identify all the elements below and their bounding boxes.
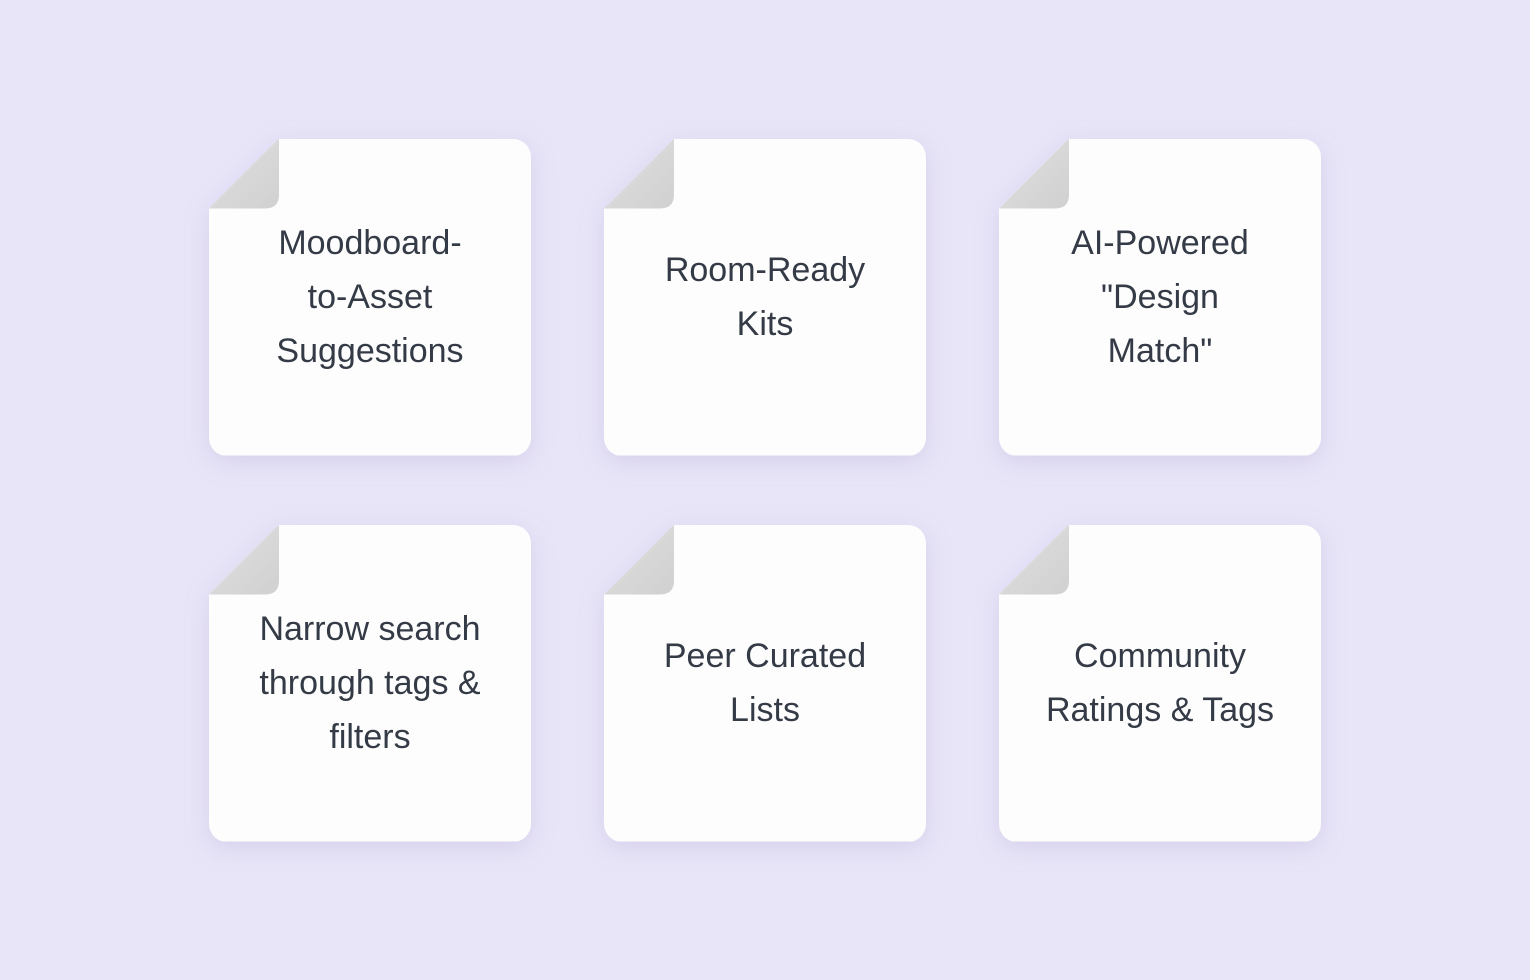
card-label: Moodboard- to-Asset Suggestions	[276, 224, 464, 370]
note-card-body: Moodboard- to-Asset Suggestions	[209, 138, 531, 456]
folded-corner-icon	[209, 139, 279, 209]
card-label: Room-Ready Kits	[664, 251, 866, 343]
note-card-body: Room-Ready Kits	[604, 138, 926, 456]
note-card-narrow-search: Narrow search through tags & filters	[209, 524, 531, 842]
note-card-moodboard-to-asset: Moodboard- to-Asset Suggestions	[209, 138, 531, 456]
folded-corner-icon	[604, 139, 674, 209]
card-label: AI-Powered "Design Match"	[1071, 224, 1249, 370]
card-label: Peer Curated Lists	[663, 637, 867, 729]
note-card-ai-design-match: AI-Powered "Design Match"	[999, 138, 1321, 456]
folded-corner-icon	[999, 139, 1069, 209]
note-card-community-ratings: Community Ratings & Tags	[999, 524, 1321, 842]
card-label: Narrow search through tags & filters	[259, 610, 481, 756]
note-card-body: Narrow search through tags & filters	[209, 524, 531, 842]
folded-corner-icon	[604, 525, 674, 595]
note-card-peer-curated-lists: Peer Curated Lists	[604, 524, 926, 842]
folded-corner-icon	[999, 525, 1069, 595]
folded-corner-icon	[209, 525, 279, 595]
note-card-room-ready-kits: Room-Ready Kits	[604, 138, 926, 456]
card-label: Community Ratings & Tags	[1045, 637, 1275, 729]
note-card-body: Peer Curated Lists	[604, 524, 926, 842]
note-card-body: Community Ratings & Tags	[999, 524, 1321, 842]
note-card-body: AI-Powered "Design Match"	[999, 138, 1321, 456]
